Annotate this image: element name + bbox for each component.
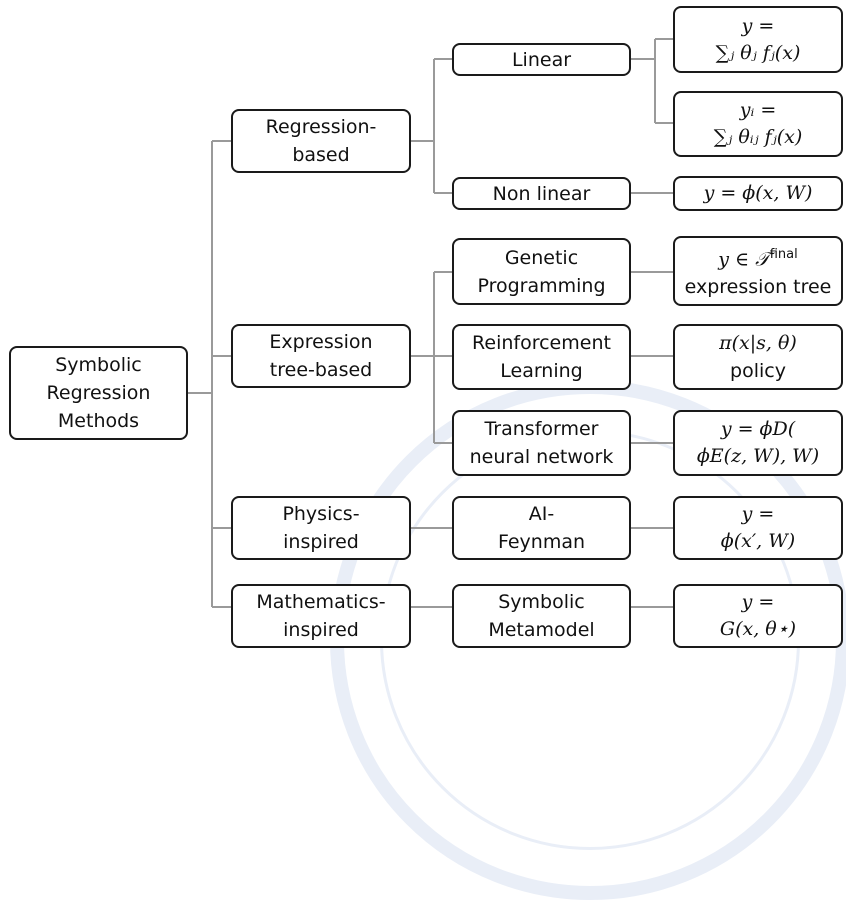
formula-superscript: final: [769, 246, 798, 262]
category-label-line2: inspired: [283, 619, 359, 641]
category-node-physics-inspired: Physics- inspired: [231, 496, 411, 560]
method-label-line2: Programming: [477, 274, 606, 297]
category-node-mathematics-inspired: Mathematics- inspired: [231, 584, 411, 648]
method-label-line2: Feynman: [497, 531, 586, 553]
method-label-line1: Genetic: [504, 246, 579, 269]
method-node-transformer-neural-network: Transformer neural network: [452, 410, 631, 476]
method-node-linear: Linear: [452, 43, 631, 76]
method-label: Linear: [511, 48, 572, 71]
category-node-regression-based: Regression- based: [231, 109, 411, 173]
category-node-expression-tree-based: Expression tree-based: [231, 324, 411, 388]
formula-line2: policy: [730, 359, 786, 382]
root-label-line2: Regression: [46, 382, 151, 404]
formula-node-genetic: y ∈ 𝒯final expression tree: [673, 236, 843, 306]
method-node-ai-feynman: AI- Feynman: [452, 496, 631, 560]
category-label-line1: Expression: [269, 331, 373, 353]
formula-node-ai-feynman: y = ϕ(x′, W): [673, 496, 843, 560]
formula-node-reinforcement: π(x|s, θ) policy: [673, 324, 843, 390]
formula-line1: y =: [741, 591, 775, 613]
method-label-line1: Symbolic: [498, 591, 585, 613]
root-node-symbolic-regression-methods: Symbolic Regression Methods: [9, 346, 188, 440]
formula-line1: y =: [741, 503, 775, 525]
formula-line1: yᵢ =: [739, 99, 777, 121]
formula-node-linear-scalar: y = ∑ⱼ θⱼ fⱼ(x): [673, 6, 843, 73]
method-label-line2: neural network: [469, 446, 614, 468]
formula-node-non-linear: y = ϕ(x, W): [673, 176, 843, 211]
formula-line2: G(x, θ⋆): [719, 618, 797, 640]
method-node-symbolic-metamodel: Symbolic Metamodel: [452, 584, 631, 648]
category-label-line1: Physics-: [282, 503, 360, 525]
category-label-line2: based: [292, 144, 350, 166]
method-label-line2: Learning: [500, 360, 583, 382]
category-label-line2: tree-based: [269, 359, 373, 381]
formula-node-linear-vector: yᵢ = ∑ⱼ θᵢⱼ fⱼ(x): [673, 91, 843, 157]
formula-line2: expression tree: [684, 276, 832, 299]
category-label-line1: Mathematics-: [256, 591, 386, 613]
formula-line2: ∑ⱼ θᵢⱼ fⱼ(x): [713, 126, 803, 148]
connector-lines: [188, 38, 673, 608]
method-label: Non linear: [492, 182, 591, 205]
method-label-line1: Reinforcement: [472, 332, 611, 354]
method-node-reinforcement-learning: Reinforcement Learning: [452, 324, 631, 390]
root-label-line1: Symbolic: [55, 354, 142, 376]
formula-line2: ϕ(x′, W): [720, 530, 796, 552]
formula-expression: y ∈ 𝒯: [718, 248, 770, 271]
formula-line1: y = ϕD(: [720, 418, 796, 440]
category-label-line1: Regression-: [265, 116, 377, 138]
formula-line2: ϕE(z, W), W): [696, 445, 820, 467]
method-label-line2: Metamodel: [488, 619, 595, 641]
category-label-line2: inspired: [283, 531, 359, 553]
method-node-genetic-programming: Genetic Programming: [452, 238, 631, 305]
formula-line1: y ∈ 𝒯final: [718, 241, 797, 273]
method-label-line1: AI-: [528, 503, 555, 525]
formula-line1: y =: [741, 14, 775, 37]
formula-node-transformer: y = ϕD( ϕE(z, W), W): [673, 410, 843, 476]
method-label-line1: Transformer: [484, 418, 599, 440]
formula-line1: y = ϕ(x, W): [703, 182, 813, 204]
method-node-non-linear: Non linear: [452, 177, 631, 210]
formula-node-metamodel: y = G(x, θ⋆): [673, 584, 843, 648]
formula-line1: π(x|s, θ): [719, 331, 797, 354]
formula-line2: ∑ⱼ θⱼ fⱼ(x): [715, 41, 801, 64]
root-label-line3: Methods: [57, 410, 140, 432]
